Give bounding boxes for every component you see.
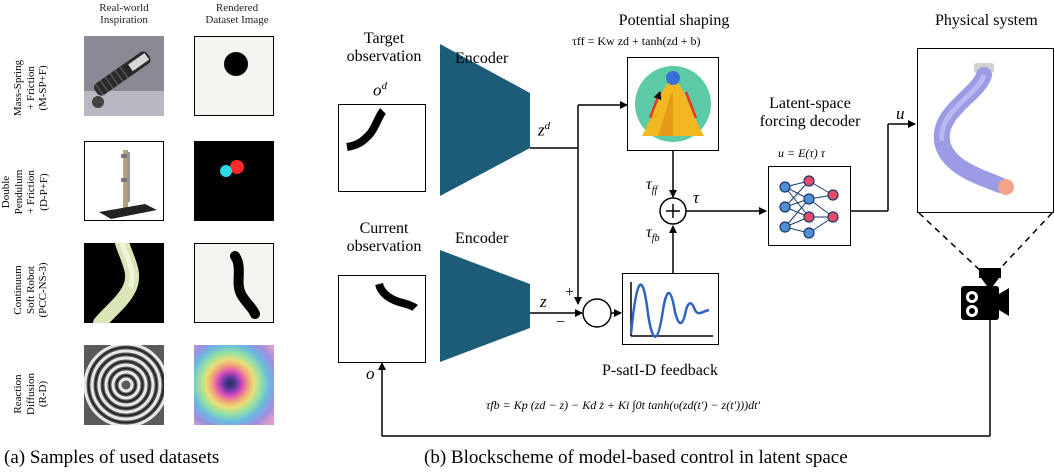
caption-a: (a) Samples of used datasets [4, 447, 220, 468]
img-reaction-diffusion-rendered [194, 345, 274, 425]
img-mass-spring-rendered [194, 36, 274, 116]
potential-shaping-formula: τff = Kw zd + tanh(zd + b) [572, 34, 701, 48]
img-soft-robot-rendered [194, 243, 274, 323]
decoder-title: Latent-space forcing decoder [759, 95, 861, 130]
encoder-top-label: Encoder [455, 50, 509, 67]
physical-system-title: Physical system [935, 12, 1038, 29]
encoder-bottom-label: Encoder [455, 230, 509, 247]
current-observation-box [338, 275, 426, 363]
minus-sign: − [556, 314, 566, 331]
img-double-pendulum-real [84, 141, 164, 221]
potential-shaping-box [627, 57, 719, 151]
feedback-formula: τfb = Kp (zd − z) − Kd ż + Ki ∫0t tanh(υ… [486, 398, 761, 412]
o-label: o [366, 364, 375, 383]
potential-shaping-title: Potential shaping [618, 12, 730, 29]
decoder-formula: u = E(τ) τ [778, 146, 826, 160]
img-reaction-diffusion-real [84, 345, 164, 425]
zd-label: zd [538, 120, 551, 140]
target-observation-symbol: od [373, 80, 387, 100]
caption-b: (b) Blockscheme of model-based control i… [424, 447, 848, 468]
u-label: u [896, 104, 905, 123]
col-header-rendered: Rendered Dataset Image [205, 2, 269, 26]
encoder-top [440, 44, 530, 196]
feedback-title: P-satI-D feedback [602, 362, 718, 379]
z-label: z [540, 292, 547, 311]
target-observation-title: Target observation [346, 30, 422, 65]
img-soft-robot-real [84, 243, 164, 323]
feedback-box [622, 273, 719, 345]
decoder-box [768, 166, 851, 246]
plus-sign: + [565, 284, 575, 301]
tau-fb-label: τfb [646, 224, 660, 245]
target-observation-box [338, 104, 426, 192]
camera-icon [955, 268, 1011, 322]
tau-ff-label: τff [646, 176, 658, 197]
sum-junction-error [582, 298, 612, 328]
physical-system-box [917, 48, 1054, 213]
tau-label: τ [693, 188, 700, 207]
encoder-bottom [440, 250, 530, 362]
img-double-pendulum-rendered [194, 141, 274, 221]
img-mass-spring-real [84, 36, 164, 116]
current-observation-title: Current observation [346, 220, 422, 255]
col-header-real: Real-world Inspiration [99, 2, 149, 26]
